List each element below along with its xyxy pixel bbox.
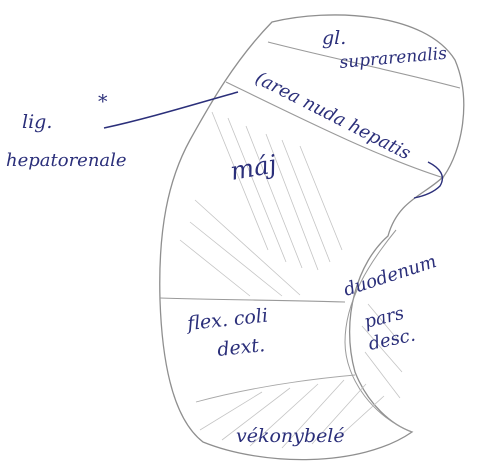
label-dext: dext.: [216, 334, 266, 361]
label-vekonybel: vékonybelé: [236, 425, 345, 447]
duodenum-divider: [344, 229, 413, 433]
kidney-outline: [159, 14, 465, 461]
label-maj: máj: [228, 149, 279, 186]
hatching: [179, 111, 403, 449]
label-suprarenalis: suprarenalis: [339, 44, 448, 73]
bare-area-lower-border: [225, 81, 445, 179]
leader-line: [103, 91, 239, 129]
suprarenal-divider: [267, 41, 461, 89]
label-hepatorenale: hepatorenale: [6, 150, 127, 171]
label-lig: lig.: [22, 111, 52, 133]
label-flex-coli: flex. coli: [184, 305, 269, 336]
label-gl: gl.: [322, 27, 346, 49]
label-duodenum: duodenum: [341, 251, 439, 301]
label-lig-star: *: [98, 91, 108, 113]
flexure-divider: [159, 297, 346, 303]
area-nuda-bracket: [413, 161, 444, 199]
label-area-nuda-hepatis: (area nuda hepatis: [252, 68, 414, 165]
smallbowel-divider: [195, 374, 356, 403]
